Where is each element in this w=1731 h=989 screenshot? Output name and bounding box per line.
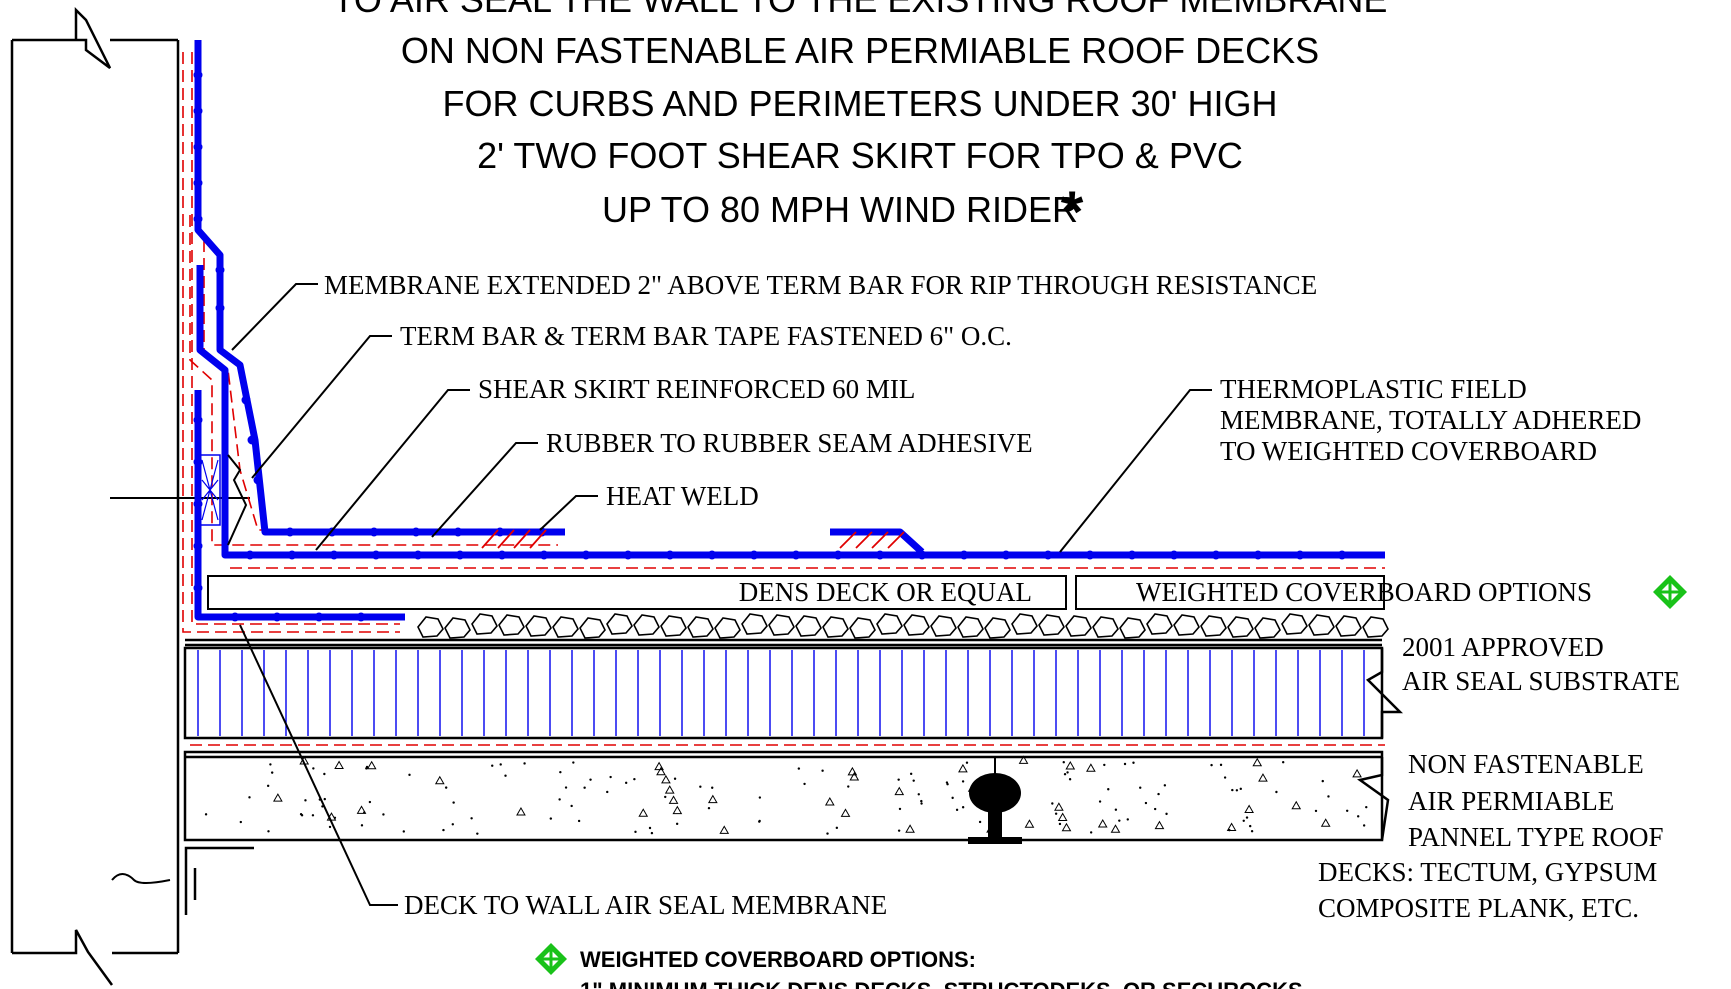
deck-label-line-2: AIR PERMIABLE xyxy=(1408,786,1614,816)
callout-seam-adhesive: RUBBER TO RUBBER SEAM ADHESIVE xyxy=(546,428,1033,458)
title-line-3: FOR CURBS AND PERIMETERS UNDER 30' HIGH xyxy=(443,83,1278,124)
callout-shear-skirt: SHEAR SKIRT REINFORCED 60 MIL xyxy=(478,374,915,404)
substrate-label-line-2: AIR SEAL SUBSTRATE xyxy=(1402,666,1680,696)
heat-weld-hatch xyxy=(481,529,905,549)
asterisk-icon: * xyxy=(1061,180,1084,245)
callout-deck-to-wall: DECK TO WALL AIR SEAL MEMBRANE xyxy=(404,890,887,920)
callout-field-membrane-line-3: TO WEIGHTED COVERBOARD xyxy=(1220,436,1597,466)
deck-label-line-4: DECKS: TECTUM, GYPSUM xyxy=(1318,857,1657,887)
callout-heat-weld: HEAT WELD xyxy=(606,481,759,511)
deck-label-line-3: PANNEL TYPE ROOF xyxy=(1408,822,1664,852)
title-block: TO AIR SEAL THE WALL TO THE EXISTING ROO… xyxy=(333,0,1388,245)
callout-term-bar: TERM BAR & TERM BAR TAPE FASTENED 6" O.C… xyxy=(400,321,1012,351)
substrate-label-line-1: 2001 APPROVED xyxy=(1402,632,1604,662)
legend-marker-icon xyxy=(535,943,567,975)
callout-field-membrane-line-1: THERMOPLASTIC FIELD xyxy=(1220,374,1527,404)
membrane-fastener-dots xyxy=(193,70,1347,622)
callouts: MEMBRANE EXTENDED 2" ABOVE TERM BAR FOR … xyxy=(231,270,1641,920)
title-line-5: UP TO 80 MPH WIND RIDER xyxy=(602,189,1078,230)
air-seal-membrane-lines xyxy=(182,52,1385,746)
wall xyxy=(10,6,254,986)
gravel-layer xyxy=(417,613,1389,639)
coverboard-layer: DENS DECK OR EQUAL WEIGHTED COVERBOARD O… xyxy=(207,575,1687,610)
deck-label-line-5: COMPOSITE PLANK, ETC. xyxy=(1318,893,1639,923)
option-marker-icon xyxy=(1653,575,1687,609)
title-line-2: ON NON FASTENABLE AIR PERMIABLE ROOF DEC… xyxy=(401,30,1319,71)
title-line-4: 2' TWO FOOT SHEAR SKIRT FOR TPO & PVC xyxy=(477,135,1243,176)
roof-deck: NON FASTENABLE AIR PERMIABLE PANNEL TYPE… xyxy=(183,749,1664,923)
title-line-1: TO AIR SEAL THE WALL TO THE EXISTING ROO… xyxy=(333,0,1388,20)
legend-heading: WEIGHTED COVERBOARD OPTIONS: xyxy=(580,947,976,972)
term-bar xyxy=(199,454,248,546)
deck-label-line-1: NON FASTENABLE xyxy=(1408,749,1644,779)
air-seal-substrate: 2001 APPROVED AIR SEAL SUBSTRATE xyxy=(183,632,1680,740)
legend: WEIGHTED COVERBOARD OPTIONS: 1" MINIMUM … xyxy=(535,943,1303,989)
callout-field-membrane-line-2: MEMBRANE, TOTALLY ADHERED xyxy=(1220,405,1641,435)
coverboard-options-label: WEIGHTED COVERBOARD OPTIONS xyxy=(1136,577,1592,607)
callout-membrane-extended: MEMBRANE EXTENDED 2" ABOVE TERM BAR FOR … xyxy=(324,270,1317,300)
dens-deck-label: DENS DECK OR EQUAL xyxy=(739,577,1032,607)
legend-line-1: 1" MINIMUM THICK DENS DECKS, STRUCTODEKS… xyxy=(580,978,1303,989)
